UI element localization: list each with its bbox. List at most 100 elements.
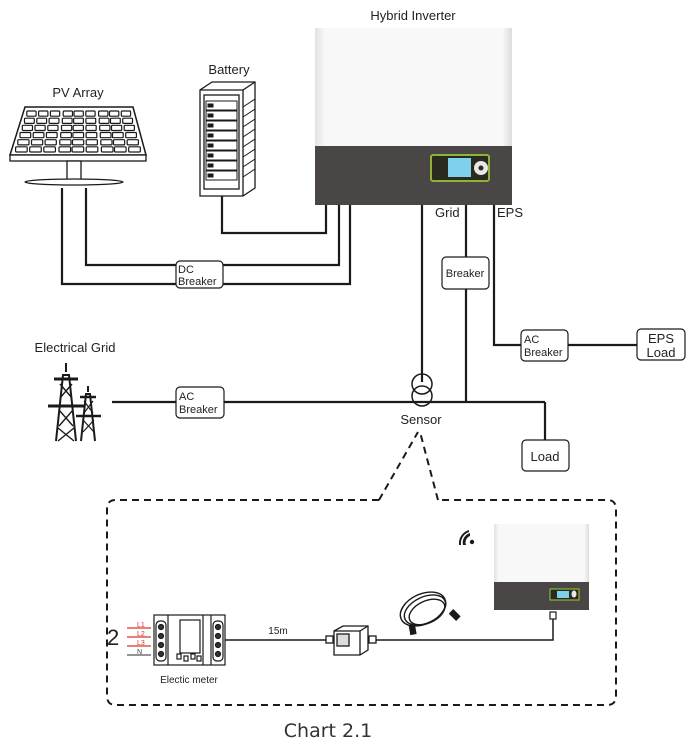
dc-breaker-label-1: DC	[178, 264, 194, 276]
pv-cell	[120, 110, 132, 117]
pv-cell	[58, 146, 72, 153]
grid-breaker-label: Breaker	[446, 268, 485, 280]
battery-module	[205, 140, 238, 151]
sensor-icon	[411, 373, 433, 395]
wifi-icon	[458, 530, 475, 545]
pv-cell	[109, 117, 121, 124]
pv-cell	[110, 124, 123, 132]
meter-detail: 2 L1 L2 L3 N	[107, 614, 226, 686]
battery-module	[205, 110, 238, 121]
pv-cell	[122, 117, 134, 124]
pv-cell	[15, 146, 28, 153]
ac-breaker-eps-label-1: AC	[524, 334, 539, 346]
battery-module-led	[207, 153, 214, 158]
pv-wire-positive	[84, 188, 176, 267]
grid-breaker: Breaker	[441, 256, 490, 290]
cable-run: 15m	[225, 591, 557, 656]
battery-module-led	[207, 113, 214, 118]
pv-cell	[72, 124, 84, 132]
sensor-label: Sensor	[400, 412, 442, 427]
phase-lines	[127, 627, 151, 656]
pv-cell	[98, 117, 110, 124]
battery-module-led	[207, 173, 214, 178]
meter-label: Electic meter	[160, 675, 218, 686]
battery-module	[205, 170, 238, 181]
battery-rack-rail	[242, 98, 256, 108]
wires	[60, 188, 637, 440]
pv-cell	[62, 110, 74, 117]
pv-cell	[126, 139, 139, 146]
eps-port-label: EPS	[497, 205, 523, 220]
power-tower-icon	[48, 363, 101, 442]
pv-cell	[100, 139, 113, 146]
network-port-icon	[549, 611, 557, 620]
pv-cell	[32, 131, 45, 139]
battery-module-led	[207, 103, 214, 108]
pv-cell	[61, 117, 73, 124]
ac-breaker-grid-label-1: AC	[179, 391, 194, 403]
battery-rack-rail	[242, 118, 256, 128]
battery-module	[205, 130, 238, 141]
phase-count: 2	[107, 625, 119, 650]
pv-cell	[45, 131, 58, 139]
pv-cell	[113, 146, 127, 153]
phase-l2: L2	[137, 631, 145, 638]
eps-load: EPS Load	[636, 328, 686, 361]
battery-wire	[220, 192, 328, 235]
pv-wire-negative	[60, 188, 176, 286]
dc-breaker-label-2: Breaker	[178, 276, 217, 288]
pv-cell	[125, 131, 137, 139]
pv-cell	[112, 139, 126, 146]
network-cable-icon	[399, 591, 461, 636]
ac-breaker-grid: AC Breaker	[175, 386, 225, 419]
pv-cell	[85, 146, 99, 153]
pv-cell	[99, 124, 111, 132]
pv-cell	[48, 117, 60, 124]
pv-cell	[100, 146, 114, 153]
pv-cell	[73, 110, 84, 117]
pv-cell	[85, 139, 98, 146]
load-label: Load	[531, 449, 560, 464]
dc-breaker: DC Breaker	[175, 260, 224, 289]
pv-cell	[43, 146, 56, 153]
pv-cell	[72, 131, 85, 139]
battery-module-led	[207, 133, 214, 138]
ac-breaker-grid-label-2: Breaker	[179, 404, 218, 416]
ac-breaker-eps: AC Breaker	[520, 329, 569, 362]
rj45-coupler-icon	[325, 625, 377, 656]
battery-module	[205, 120, 238, 131]
battery-rack-rail	[242, 148, 256, 158]
chart-caption: Chart 2.1	[284, 720, 372, 742]
battery-rack-rail	[242, 138, 256, 148]
electric-meter-icon	[153, 614, 226, 666]
cable-length-label: 15m	[268, 626, 287, 637]
pv-cell	[111, 131, 124, 139]
battery-label: Battery	[208, 62, 250, 77]
dc-breaker-to-inverter-1	[223, 205, 341, 267]
electrical-grid-label: Electrical Grid	[35, 340, 116, 355]
pv-cell	[128, 146, 141, 153]
pv-cell	[60, 131, 73, 139]
pv-cell	[59, 139, 72, 146]
phase-n: N	[137, 649, 142, 656]
pv-array: PV Array	[8, 85, 147, 186]
eps-load-label-1: EPS	[648, 331, 674, 346]
pv-cell	[72, 117, 84, 124]
pv-cell	[85, 110, 96, 117]
pv-cell	[34, 124, 46, 132]
eps-load-label-2: Load	[647, 345, 676, 360]
pv-cell	[36, 117, 48, 124]
eps-wire	[492, 205, 521, 347]
ac-breaker-eps-label-2: Breaker	[524, 347, 563, 359]
pv-cell	[49, 110, 61, 117]
pv-cell	[29, 146, 42, 153]
pv-cell	[71, 139, 85, 146]
pv-cell	[47, 124, 59, 132]
pv-cell	[85, 131, 98, 139]
pv-cell	[60, 124, 73, 132]
pv-cell	[30, 139, 44, 146]
phase-l3: L3	[137, 640, 145, 647]
pv-cell	[99, 131, 112, 139]
pv-cell	[71, 146, 85, 153]
